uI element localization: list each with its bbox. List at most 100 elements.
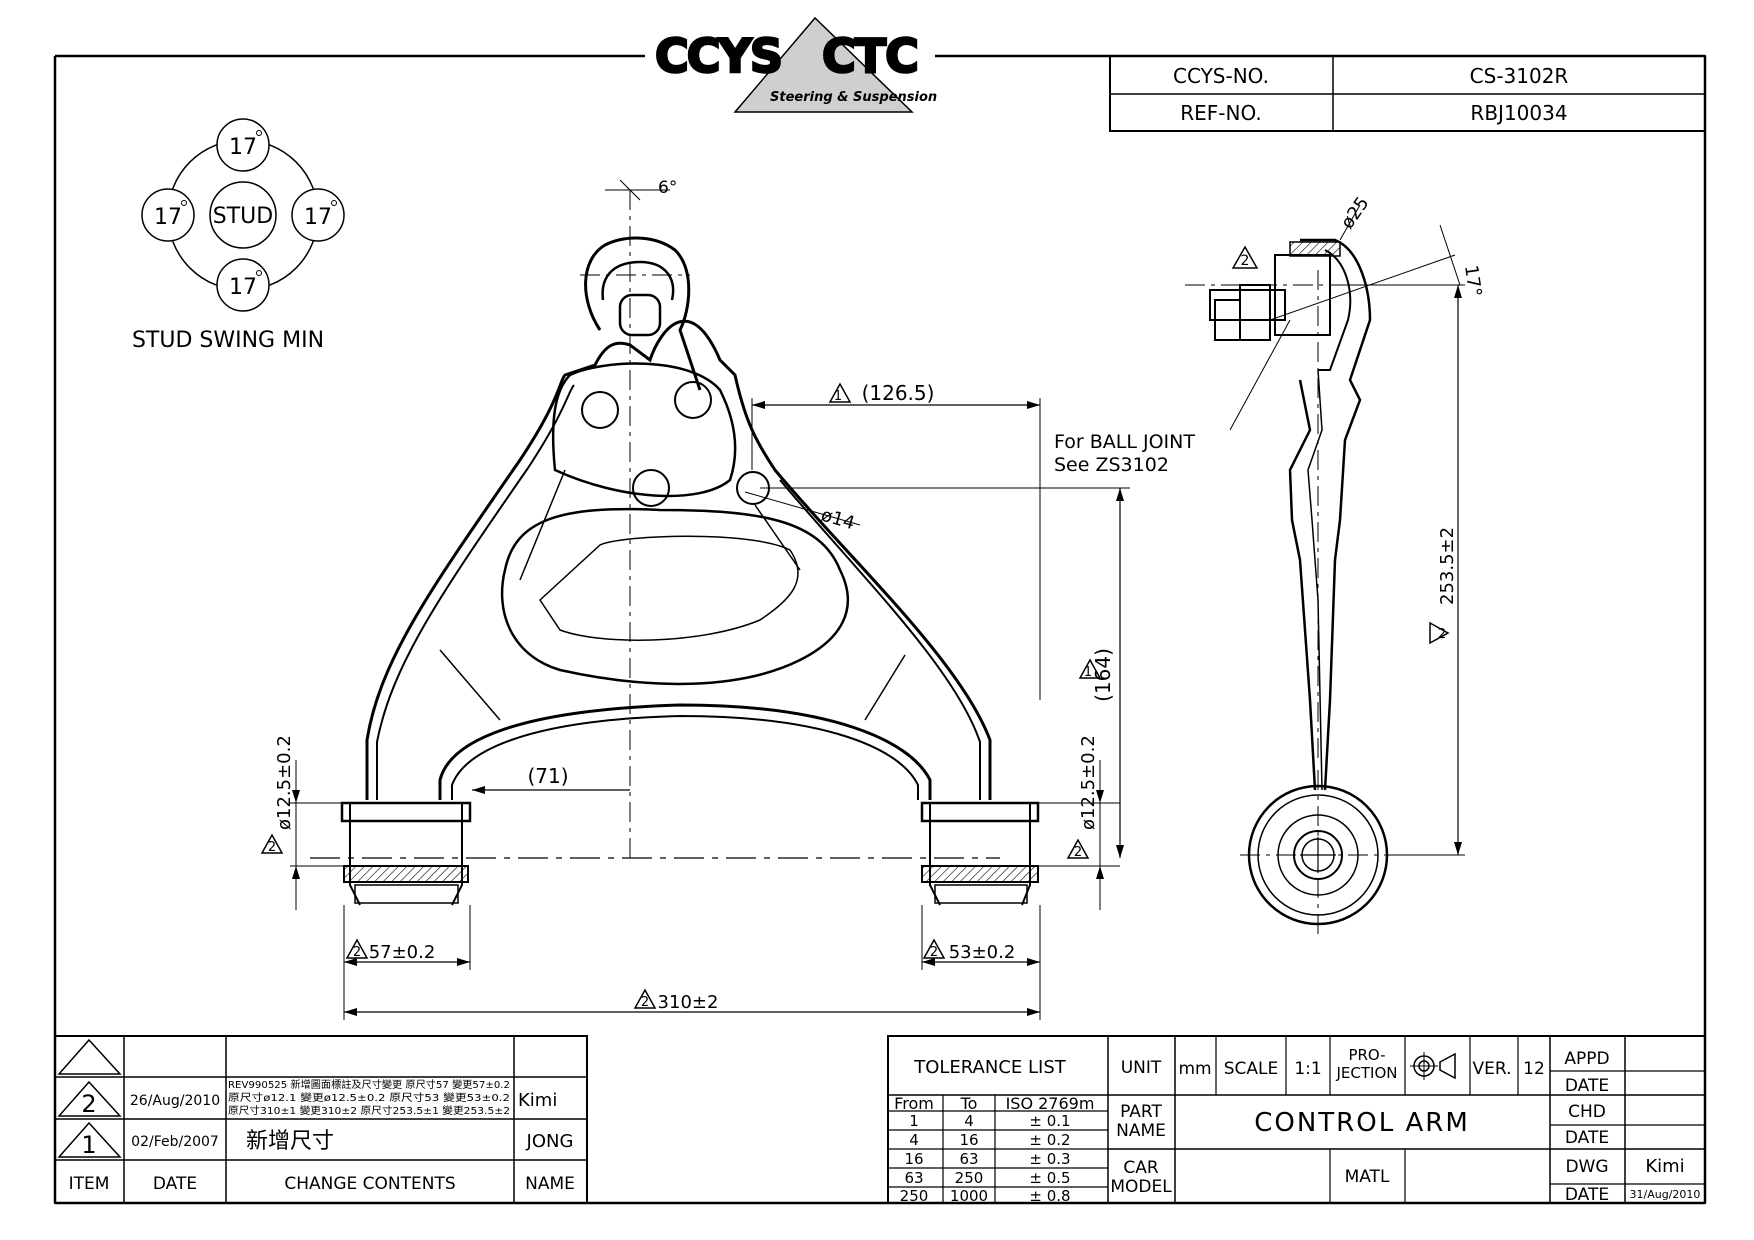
rev-mark-phi-right: 2 [1074,845,1082,860]
rev-mark-57: 2 [353,945,361,960]
rev-header-change: CHANGE CONTENTS [284,1174,455,1194]
car-model-label-2: MODEL [1110,1177,1172,1197]
ball-joint-note-line2: See ZS3102 [1054,454,1169,476]
stud-angle-bottom: 17 [229,275,257,300]
dim-310: 310±2 [658,992,719,1013]
logo-brand-left: CCYS [655,29,781,83]
stud-center-label: STUD [213,204,273,229]
tol-row-2-to: 16 [959,1131,978,1149]
rev-mark-side: 2 [1241,253,1250,269]
side-view-dimensions: ø25 17° 2 2 253.5±2 For BALL JOINT See Z… [1054,193,1485,856]
dim-164: (164) [1091,648,1115,702]
date-label-3: DATE [1565,1185,1609,1205]
tol-row-2-from: 4 [909,1131,919,1149]
projection-line2: JECTION [1336,1064,1398,1082]
rev-row-2-name: Kimi [518,1090,557,1111]
dim-71: (71) [527,764,568,788]
tol-row-5-to: 1000 [950,1187,988,1205]
rev-row-1-name: JONG [526,1131,574,1152]
rev-row-2-change-1: REV990525 新增圖面標註及尺寸變更 原尺寸57 變更57±0.2 [228,1078,510,1091]
stud-swing-title: STUD SWING MIN [132,328,324,353]
ver-value: 12 [1523,1059,1545,1079]
dim-phi25: ø25 [1337,193,1374,233]
tol-row-5-from: 250 [900,1187,929,1205]
tol-row-1-value: ± 0.1 [1029,1112,1070,1130]
tol-row-4-from: 63 [904,1169,923,1187]
dim-phi12-left: ø12.5±0.2 [274,735,295,830]
tol-row-3-to: 63 [959,1150,978,1168]
dwg-name: Kimi [1645,1156,1684,1177]
ccys-no-label: CCYS-NO. [1173,64,1269,88]
rev-mark-53: 2 [930,945,938,960]
date-label-1: DATE [1565,1076,1609,1096]
ref-no-value: RBJ10034 [1470,101,1567,125]
scale-label: SCALE [1224,1059,1279,1079]
title-block: TOLERANCE LIST From To ISO 2769m 1 4 ± 0… [887,1035,1706,1205]
rev-mark-126: 1 [834,389,842,404]
logo-tagline: Steering & Suspension [770,90,937,105]
tolerance-title: TOLERANCE LIST [913,1057,1067,1078]
rev-mark-164: 1 [1084,665,1092,680]
projection-symbol-icon [1410,1052,1456,1080]
unit-value: mm [1178,1059,1211,1079]
header-box: CCYS-NO. CS-3102R REF-NO. RBJ10034 [1109,55,1706,132]
rev-mark-253: 2 [1438,627,1446,642]
logo-brand-right: CTC [822,29,918,83]
chd-label: CHD [1568,1102,1606,1122]
rev-row-2-change-2: 原尺寸ø12.1 變更ø12.5±0.2 原尺寸53 變更53±0.2 [228,1091,510,1104]
rev-mark-310: 2 [641,995,649,1010]
tol-row-4-value: ± 0.5 [1029,1169,1070,1187]
tol-row-3-value: ± 0.3 [1029,1150,1070,1168]
rev-row-1-item: 1 [81,1131,96,1159]
control-arm-side-view [1185,238,1456,940]
stud-angle-left: 17 [154,205,182,230]
tol-row-4-to: 250 [955,1169,984,1187]
dim-57: 57±0.2 [369,942,436,963]
tol-row-2-value: ± 0.2 [1029,1131,1070,1149]
ver-label: VER. [1473,1059,1512,1079]
part-name-label-2: NAME [1116,1121,1166,1141]
stud-angle-right: 17 [304,205,332,230]
rev-header-item: ITEM [69,1174,110,1194]
rev-row-1-date: 02/Feb/2007 [131,1134,219,1150]
dwg-date: 31/Aug/2010 [1630,1188,1701,1201]
rev-header-name: NAME [525,1174,575,1194]
tol-row-3-from: 16 [904,1150,923,1168]
dim-126: (126.5) [862,381,935,405]
dim-angle-top: 6° [658,178,677,198]
tol-header-iso: ISO 2769m [1006,1094,1095,1113]
front-view-dimensions: 1 (126.5) 1 (164) ø14 6° (71) 2 ø12.5±0.… [260,178,1130,1020]
tol-row-5-value: ± 0.8 [1029,1187,1070,1205]
dim-phi12-right: ø12.5±0.2 [1078,735,1099,830]
dwg-label: DWG [1565,1157,1608,1177]
rev-row-2-change-3: 原尺寸310±1 變更310±2 原尺寸253.5±1 變更253.5±2 [228,1104,510,1117]
part-name-value: CONTROL ARM [1254,1108,1470,1138]
tol-row-1-to: 4 [964,1112,974,1130]
projection-line1: PRO- [1348,1046,1385,1064]
unit-label: UNIT [1121,1058,1162,1078]
control-arm-front-view [310,190,1040,906]
brand-logo: CCYS CTC Steering & Suspension [654,16,937,113]
date-label-2: DATE [1565,1128,1609,1148]
ball-joint-note-line1: For BALL JOINT [1054,431,1195,453]
rev-header-date: DATE [153,1174,197,1194]
revision-table: 2 26/Aug/2010 REV990525 新增圖面標註及尺寸變更 原尺寸5… [54,1035,588,1204]
appd-label: APPD [1564,1049,1609,1069]
stud-swing-diagram: STUD 17 17 17 17 STUD SWING MIN [132,118,345,353]
dim-53: 53±0.2 [949,942,1016,963]
tol-row-1-from: 1 [909,1112,919,1130]
rev-row-2-item: 2 [81,1090,96,1118]
dim-angle-side: 17° [1460,264,1485,299]
rev-row-2-date: 26/Aug/2010 [130,1093,220,1109]
scale-value: 1:1 [1294,1059,1321,1079]
rev-row-1-change: 新增尺寸 [246,1129,334,1154]
ccys-no-value: CS-3102R [1470,64,1569,88]
ref-no-label: REF-NO. [1180,101,1262,125]
rev-mark-phi-left: 2 [268,840,276,855]
matl-label: MATL [1345,1167,1390,1187]
dim-253: 253.5±2 [1437,527,1458,605]
tol-header-from: From [894,1094,934,1113]
car-model-label-1: CAR [1123,1158,1158,1178]
tol-header-to: To [960,1094,978,1113]
